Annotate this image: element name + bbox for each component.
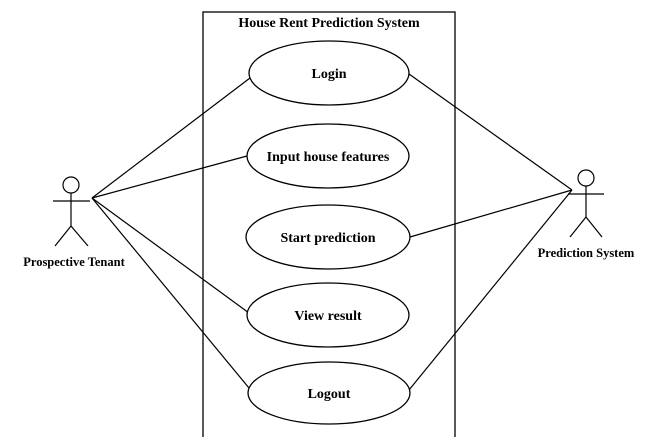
stick-figure-icon [53, 176, 90, 247]
association-tenant-view-result [91, 197, 250, 314]
use-case-input-house-features: Input house features [246, 123, 410, 189]
association-tenant-login [91, 77, 251, 199]
use-case-label: Start prediction [280, 231, 375, 246]
use-case-label: Login [311, 67, 346, 82]
use-case-view-result: View result [246, 282, 410, 348]
association-tenant-logout [91, 197, 250, 389]
actor-label: Prospective Tenant [23, 255, 125, 269]
association-predictor-login [408, 73, 573, 191]
actor-prediction-system: Prediction System [538, 169, 635, 260]
system-boundary [202, 11, 456, 437]
system-title: House Rent Prediction System [238, 16, 420, 31]
stick-figure-icon [568, 169, 604, 238]
actor-prospective-tenant: Prospective Tenant [23, 176, 126, 269]
association-predictor-start-prediction [409, 189, 573, 238]
use-case-logout: Logout [247, 361, 411, 425]
use-case-ellipse [246, 282, 410, 348]
use-case-ellipse [247, 361, 411, 425]
use-case-ellipse [245, 204, 411, 270]
use-case-ellipse [246, 123, 410, 189]
use-case-label: View result [294, 309, 362, 324]
use-case-label: Input house features [267, 150, 390, 165]
use-case-ellipse [248, 40, 410, 106]
actor-label: Prediction System [538, 246, 635, 260]
association-predictor-logout [408, 189, 573, 391]
use-case-login: Login [248, 40, 410, 106]
use-case-start-prediction: Start prediction [245, 204, 411, 270]
association-tenant-input-features [91, 155, 248, 199]
use-case-label: Logout [308, 387, 351, 402]
